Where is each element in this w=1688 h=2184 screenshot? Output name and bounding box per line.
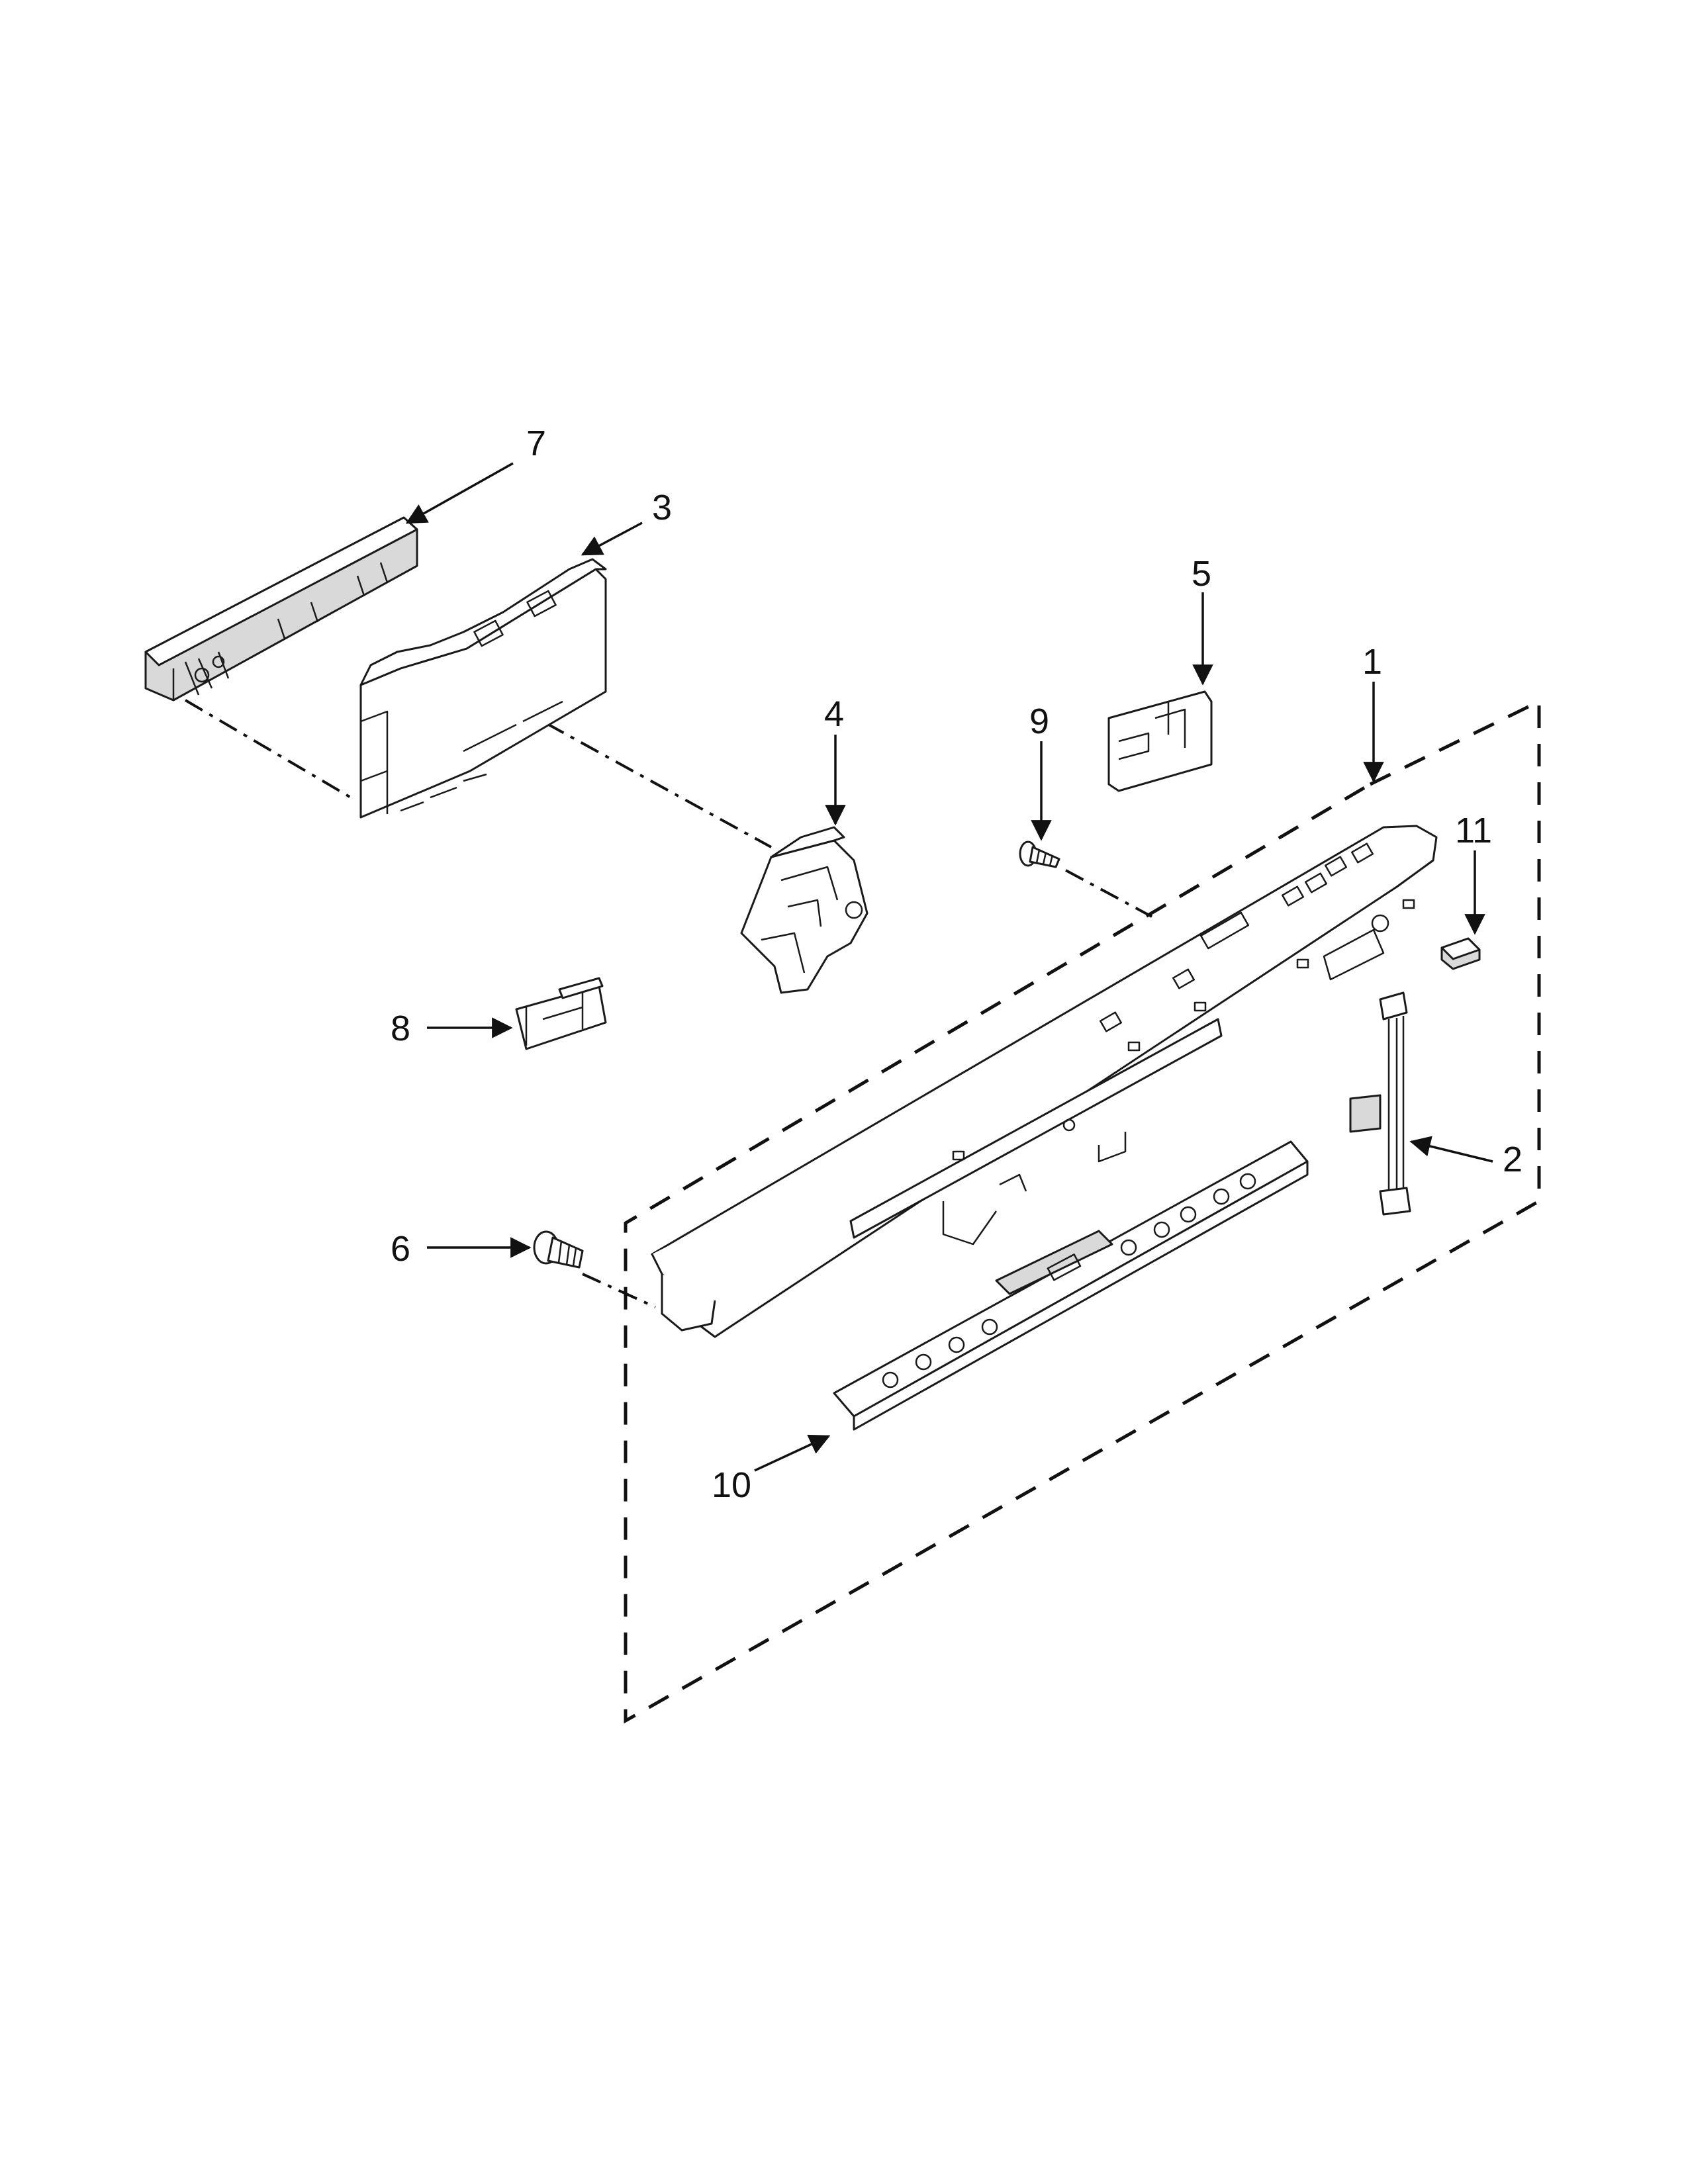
callout-9: 9 [1029,702,1049,741]
part-2-wire-harness [1349,991,1411,1216]
alignment-line-7-to-3 [184,699,352,799]
callout-2: 2 [1503,1140,1523,1179]
callout-4: 4 [824,694,844,734]
part-11-button [1440,937,1481,970]
callout-10: 10 [712,1465,751,1505]
assembly-boundary-outline [624,698,1541,1724]
part-7-bracket [144,516,418,702]
callout-11: 11 [1455,811,1492,850]
part-4-latch-assembly [740,826,868,994]
callout-1: 1 [1362,642,1382,682]
leader-arrow-2 [1409,1136,1493,1163]
leader-arrow-10 [754,1434,831,1472]
part-6-screw [533,1230,584,1269]
part-5-cover-clip [1107,690,1213,792]
callout-3: 3 [652,488,672,527]
part-3-control-board [359,558,607,819]
callout-6: 6 [391,1229,410,1269]
callout-8: 8 [391,1009,410,1048]
callout-7: 7 [526,424,546,463]
alignment-line-9-to-1 [1065,869,1152,918]
part-10-interface-board [833,1140,1309,1431]
alignment-line-6-to-1 [582,1273,656,1308]
part-8-clip [515,977,607,1050]
leader-arrow-3 [581,522,643,556]
part-1-console-panel [651,825,1438,1338]
part-9-screw [1019,841,1060,868]
callout-5: 5 [1192,554,1211,594]
leader-arrow-7 [405,462,514,524]
